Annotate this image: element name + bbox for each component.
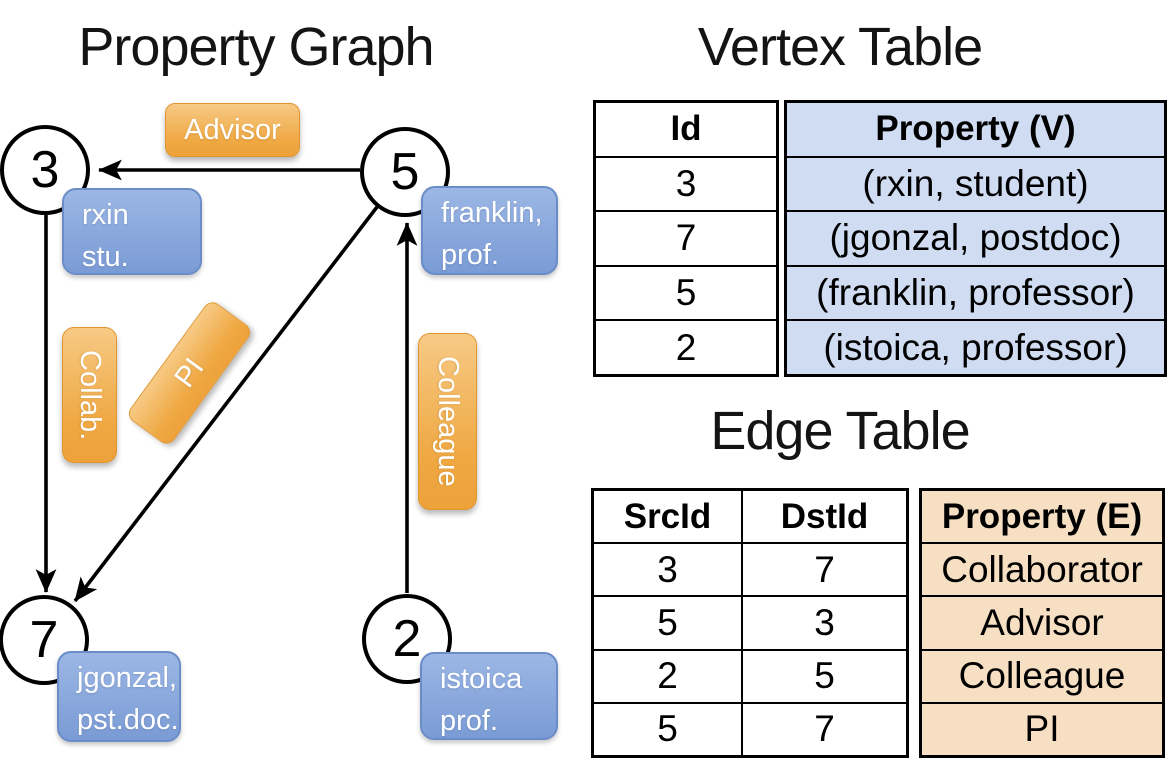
edge-table-title: Edge Table (710, 401, 970, 461)
node-card-rxin-line2: stu. (82, 241, 129, 273)
vertex-row-id: 7 (675, 217, 697, 259)
node-card-franklin-line2: prof. (441, 239, 500, 271)
edge-row-src: 5 (594, 703, 743, 756)
node-5-id: 5 (390, 143, 420, 201)
edge-label-advisor: Advisor (165, 103, 300, 157)
property-graph-title: Property Graph (78, 17, 434, 77)
vertex-row-property: (rxin, student) (787, 157, 1164, 211)
node-card-istoica-line1: istoica (440, 663, 523, 695)
vertex-row-id: 3 (675, 162, 697, 204)
edge-row-src: 3 (594, 544, 743, 596)
vertex-table-title: Vertex Table (697, 17, 983, 77)
node-card-rxin: rxin stu. (62, 188, 202, 275)
graph-node-5: 5 (360, 127, 450, 217)
edge-row-property: Collaborator (922, 544, 1162, 596)
edge-row-property: PI (922, 703, 1162, 756)
node-card-franklin: franklin, prof. (421, 186, 558, 275)
edge-table-id-columns: SrcId DstId 3 7 5 3 2 5 5 7 (591, 488, 909, 758)
edge-row-dst: 5 (814, 655, 835, 697)
edge-table-header-srcid: SrcId (594, 491, 743, 543)
graph-edges-layer (35, 159, 418, 603)
node-card-jgonzal-line2: pst.doc. (77, 704, 179, 736)
edge-5-to-7-pi (73, 205, 379, 603)
edge-label-colleague: Colleague (418, 333, 477, 510)
node-card-jgonzal: jgonzal, pst.doc. (57, 651, 181, 742)
node-card-franklin-line1: franklin, (441, 197, 543, 229)
edge-row-src: 2 (594, 650, 743, 702)
edge-row-property: Advisor (922, 597, 1162, 649)
vertex-row-property: (franklin, professor) (787, 266, 1164, 320)
vertex-table-id-column: Id 3 7 5 2 (593, 100, 779, 377)
edge-table-header-property: Property (E) (922, 491, 1162, 543)
node-2-id: 2 (392, 610, 422, 668)
edge-row-dst: 3 (814, 602, 835, 643)
edge-table-header-dstid: DstId (780, 496, 869, 536)
edge-row-src: 5 (594, 597, 743, 649)
edge-row-dst: 7 (814, 708, 835, 750)
edge-table-property-column: Property (E) Collaborator Advisor Collea… (919, 488, 1165, 758)
edge-row-property: Colleague (922, 650, 1162, 702)
node-3-id: 3 (30, 141, 60, 199)
vertex-table-header-property: Property (V) (787, 103, 1164, 156)
node-card-istoica: istoica prof. (420, 652, 558, 740)
node-card-rxin-line1: rxin (82, 199, 129, 231)
vertex-row-id: 5 (675, 272, 697, 314)
edge-row-dst: 7 (814, 548, 835, 590)
vertex-row-property: (istoica, professor) (787, 321, 1164, 374)
node-card-jgonzal-line1: jgonzal, (77, 662, 177, 694)
vertex-table-header-id: Id (670, 109, 702, 149)
vertex-row-id: 2 (675, 326, 697, 368)
edge-label-collab: Collab. (62, 327, 117, 463)
graph-node-2: 2 (362, 594, 452, 684)
vertex-table-property-column: Property (V) (rxin, student) (jgonzal, p… (784, 100, 1167, 377)
node-card-istoica-line2: prof. (440, 705, 499, 737)
vertex-row-property: (jgonzal, postdoc) (787, 212, 1164, 265)
node-7-id: 7 (29, 611, 59, 669)
